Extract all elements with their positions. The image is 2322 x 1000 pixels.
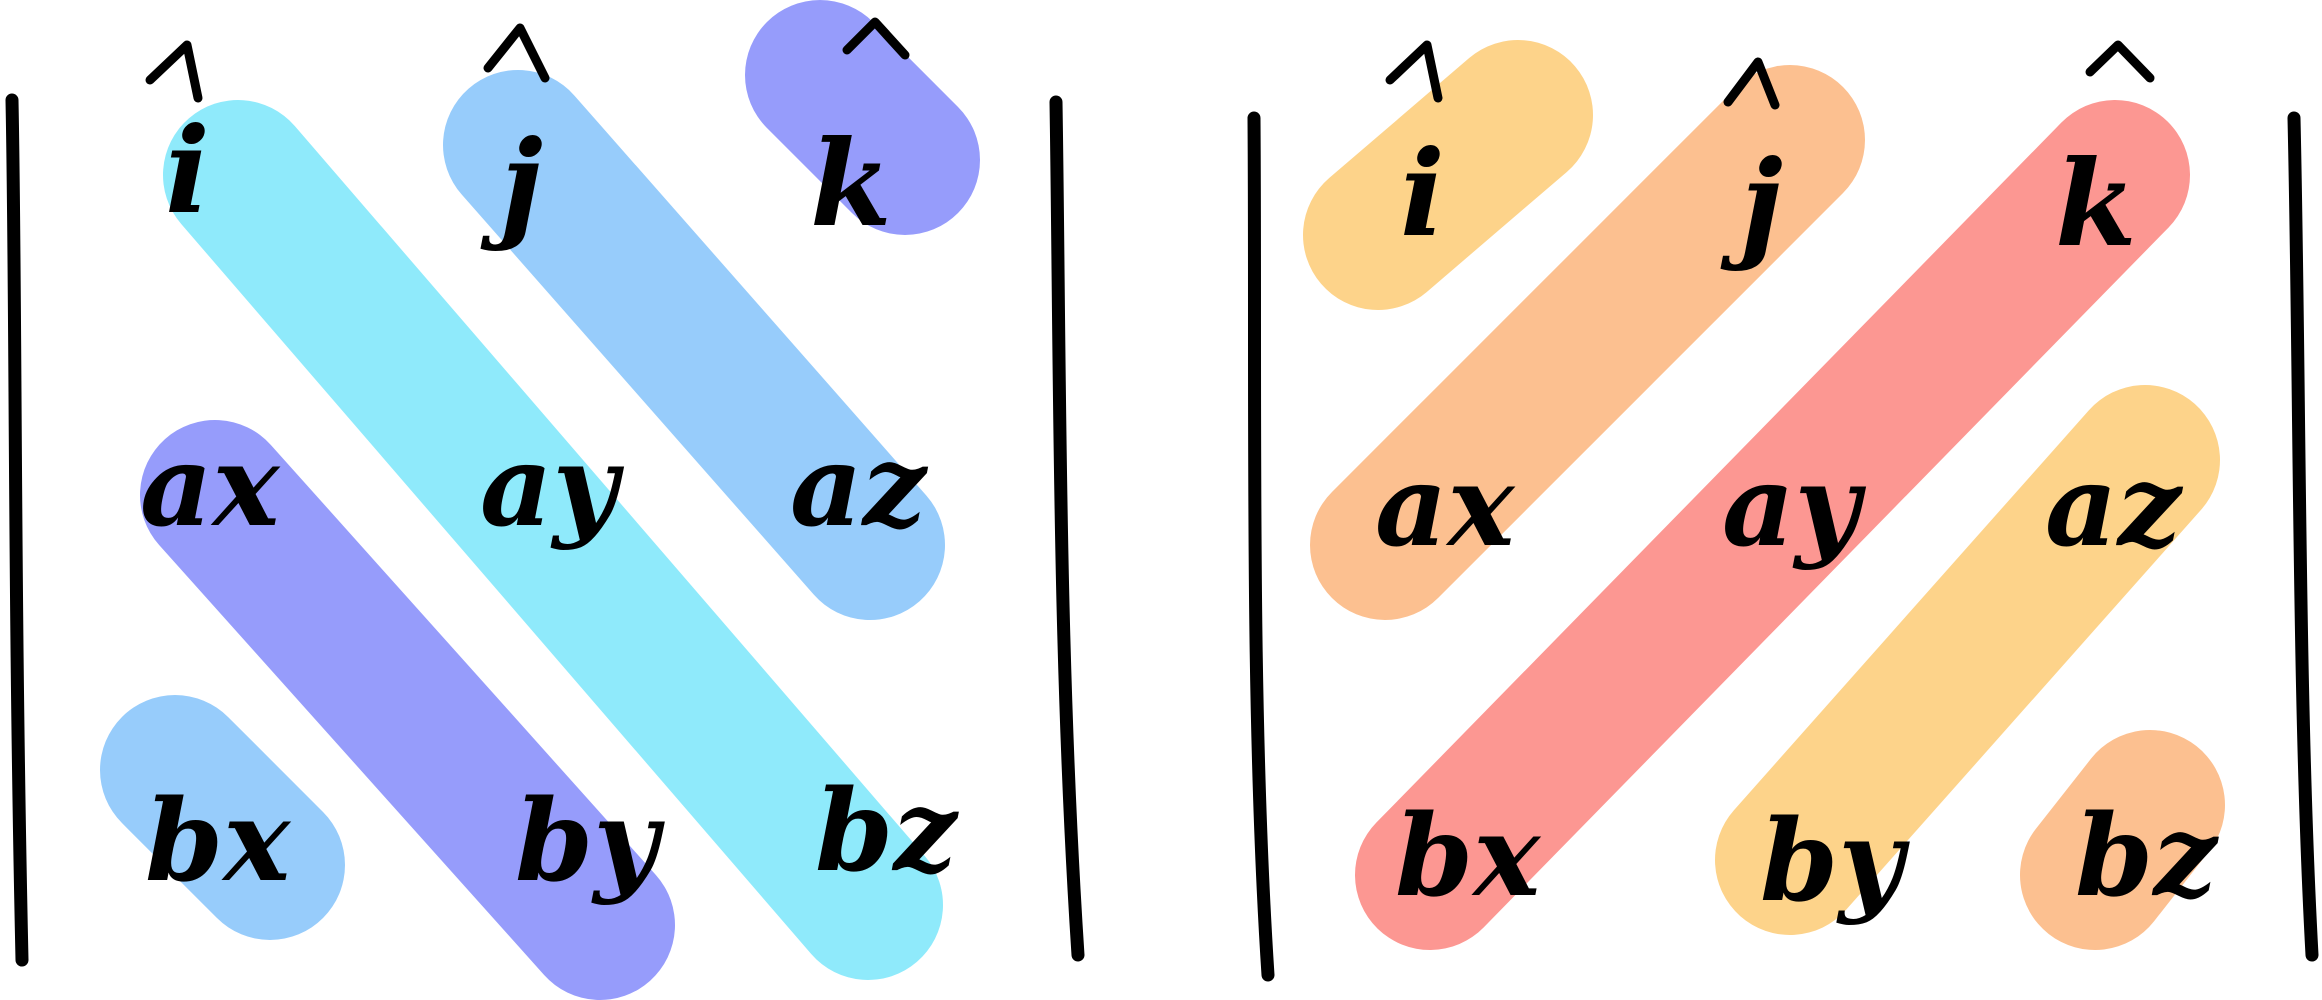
right-entry-i: i bbox=[1400, 124, 1445, 263]
left-band-j-az bbox=[443, 70, 945, 620]
right-entry-bz: bz bbox=[2075, 791, 2219, 922]
left-bar-open bbox=[5, 93, 29, 967]
left-entry-az: az bbox=[790, 421, 929, 552]
left-band-i-ay-bz bbox=[163, 100, 943, 980]
right-bar-open bbox=[1247, 111, 1275, 982]
left-band-ax-by bbox=[140, 420, 675, 1000]
right-entries: i j k ax ay az bx by bz bbox=[1375, 40, 2219, 927]
left-hat-j bbox=[483, 23, 550, 83]
right-band-i bbox=[1303, 40, 1593, 310]
right-entry-ay: ay bbox=[1722, 441, 1867, 572]
left-entry-ax: ax bbox=[140, 421, 281, 552]
right-highlight-bands bbox=[1303, 40, 2225, 950]
determinant-bars bbox=[5, 93, 2319, 982]
left-entry-bx: bx bbox=[145, 776, 291, 907]
left-entry-ay: ay bbox=[480, 421, 625, 552]
left-entry-k: k bbox=[810, 114, 892, 253]
left-entry-i: i bbox=[165, 101, 210, 240]
left-hat-i bbox=[145, 40, 203, 103]
left-hat-k bbox=[842, 17, 910, 60]
right-hat-j bbox=[1723, 57, 1780, 110]
right-entry-k: k bbox=[2055, 134, 2137, 273]
left-entry-bz: bz bbox=[815, 766, 959, 897]
left-band-k bbox=[745, 0, 980, 235]
right-band-ax-j bbox=[1310, 65, 1865, 620]
right-bar-close bbox=[2287, 111, 2319, 962]
right-entry-az: az bbox=[2045, 441, 2184, 572]
right-entry-bx: bx bbox=[1395, 791, 1541, 922]
right-band-by-az bbox=[1715, 385, 2220, 935]
left-entries: i j k ax ay az bx by bz bbox=[140, 17, 959, 907]
right-entry-by: by bbox=[1760, 796, 1910, 927]
right-entry-ax: ax bbox=[1375, 441, 1516, 572]
left-entry-by: by bbox=[515, 776, 665, 907]
right-band-bx-ay-k bbox=[1355, 100, 2190, 950]
left-band-bx bbox=[100, 695, 345, 940]
left-highlight-bands bbox=[100, 0, 980, 1000]
right-band-bz bbox=[2020, 730, 2225, 950]
right-hat-k bbox=[2085, 40, 2155, 83]
left-bar-close bbox=[1049, 95, 1085, 962]
right-hat-i bbox=[1385, 40, 1443, 103]
